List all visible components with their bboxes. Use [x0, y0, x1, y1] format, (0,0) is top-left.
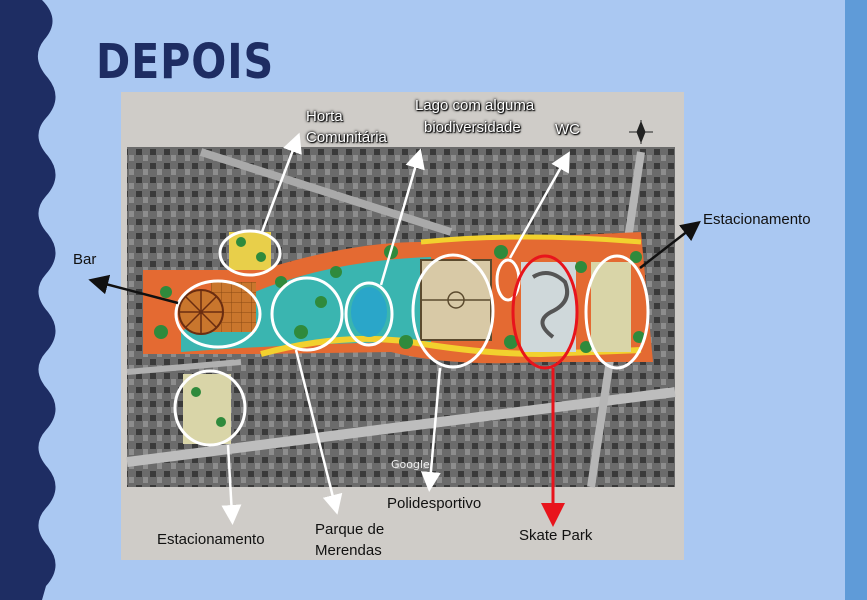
site-plan-photo: Google: [121, 92, 684, 560]
parking-area-right: [591, 262, 631, 352]
label-estacionamento-right: Estacionamento: [703, 211, 811, 228]
slide-title: DEPOIS: [96, 34, 275, 90]
label-parque-line1: Parque de: [315, 521, 385, 538]
garden-plots: [229, 232, 271, 270]
parking-area-bottom: [183, 374, 231, 444]
label-wc: WC: [555, 121, 580, 138]
label-horta-line1: Horta: [306, 108, 343, 125]
pond: [351, 287, 387, 337]
label-horta-line2: Comunitária: [306, 129, 387, 146]
label-lago-line1: Lago com alguma: [415, 97, 535, 114]
left-wave-band: [0, 0, 56, 600]
compass-icon: [629, 120, 653, 144]
right-band: [845, 0, 867, 600]
label-polidesportivo: Polidesportivo: [387, 495, 482, 512]
label-bar: Bar: [73, 251, 97, 268]
label-skate-park: Skate Park: [519, 527, 593, 544]
label-parque-line2: Merendas: [315, 542, 382, 559]
label-lago-line2: biodiversidade: [424, 119, 521, 136]
google-watermark: Google: [391, 458, 430, 471]
label-estacionamento-bottom: Estacionamento: [157, 531, 265, 548]
skate-park-area: [521, 262, 576, 352]
